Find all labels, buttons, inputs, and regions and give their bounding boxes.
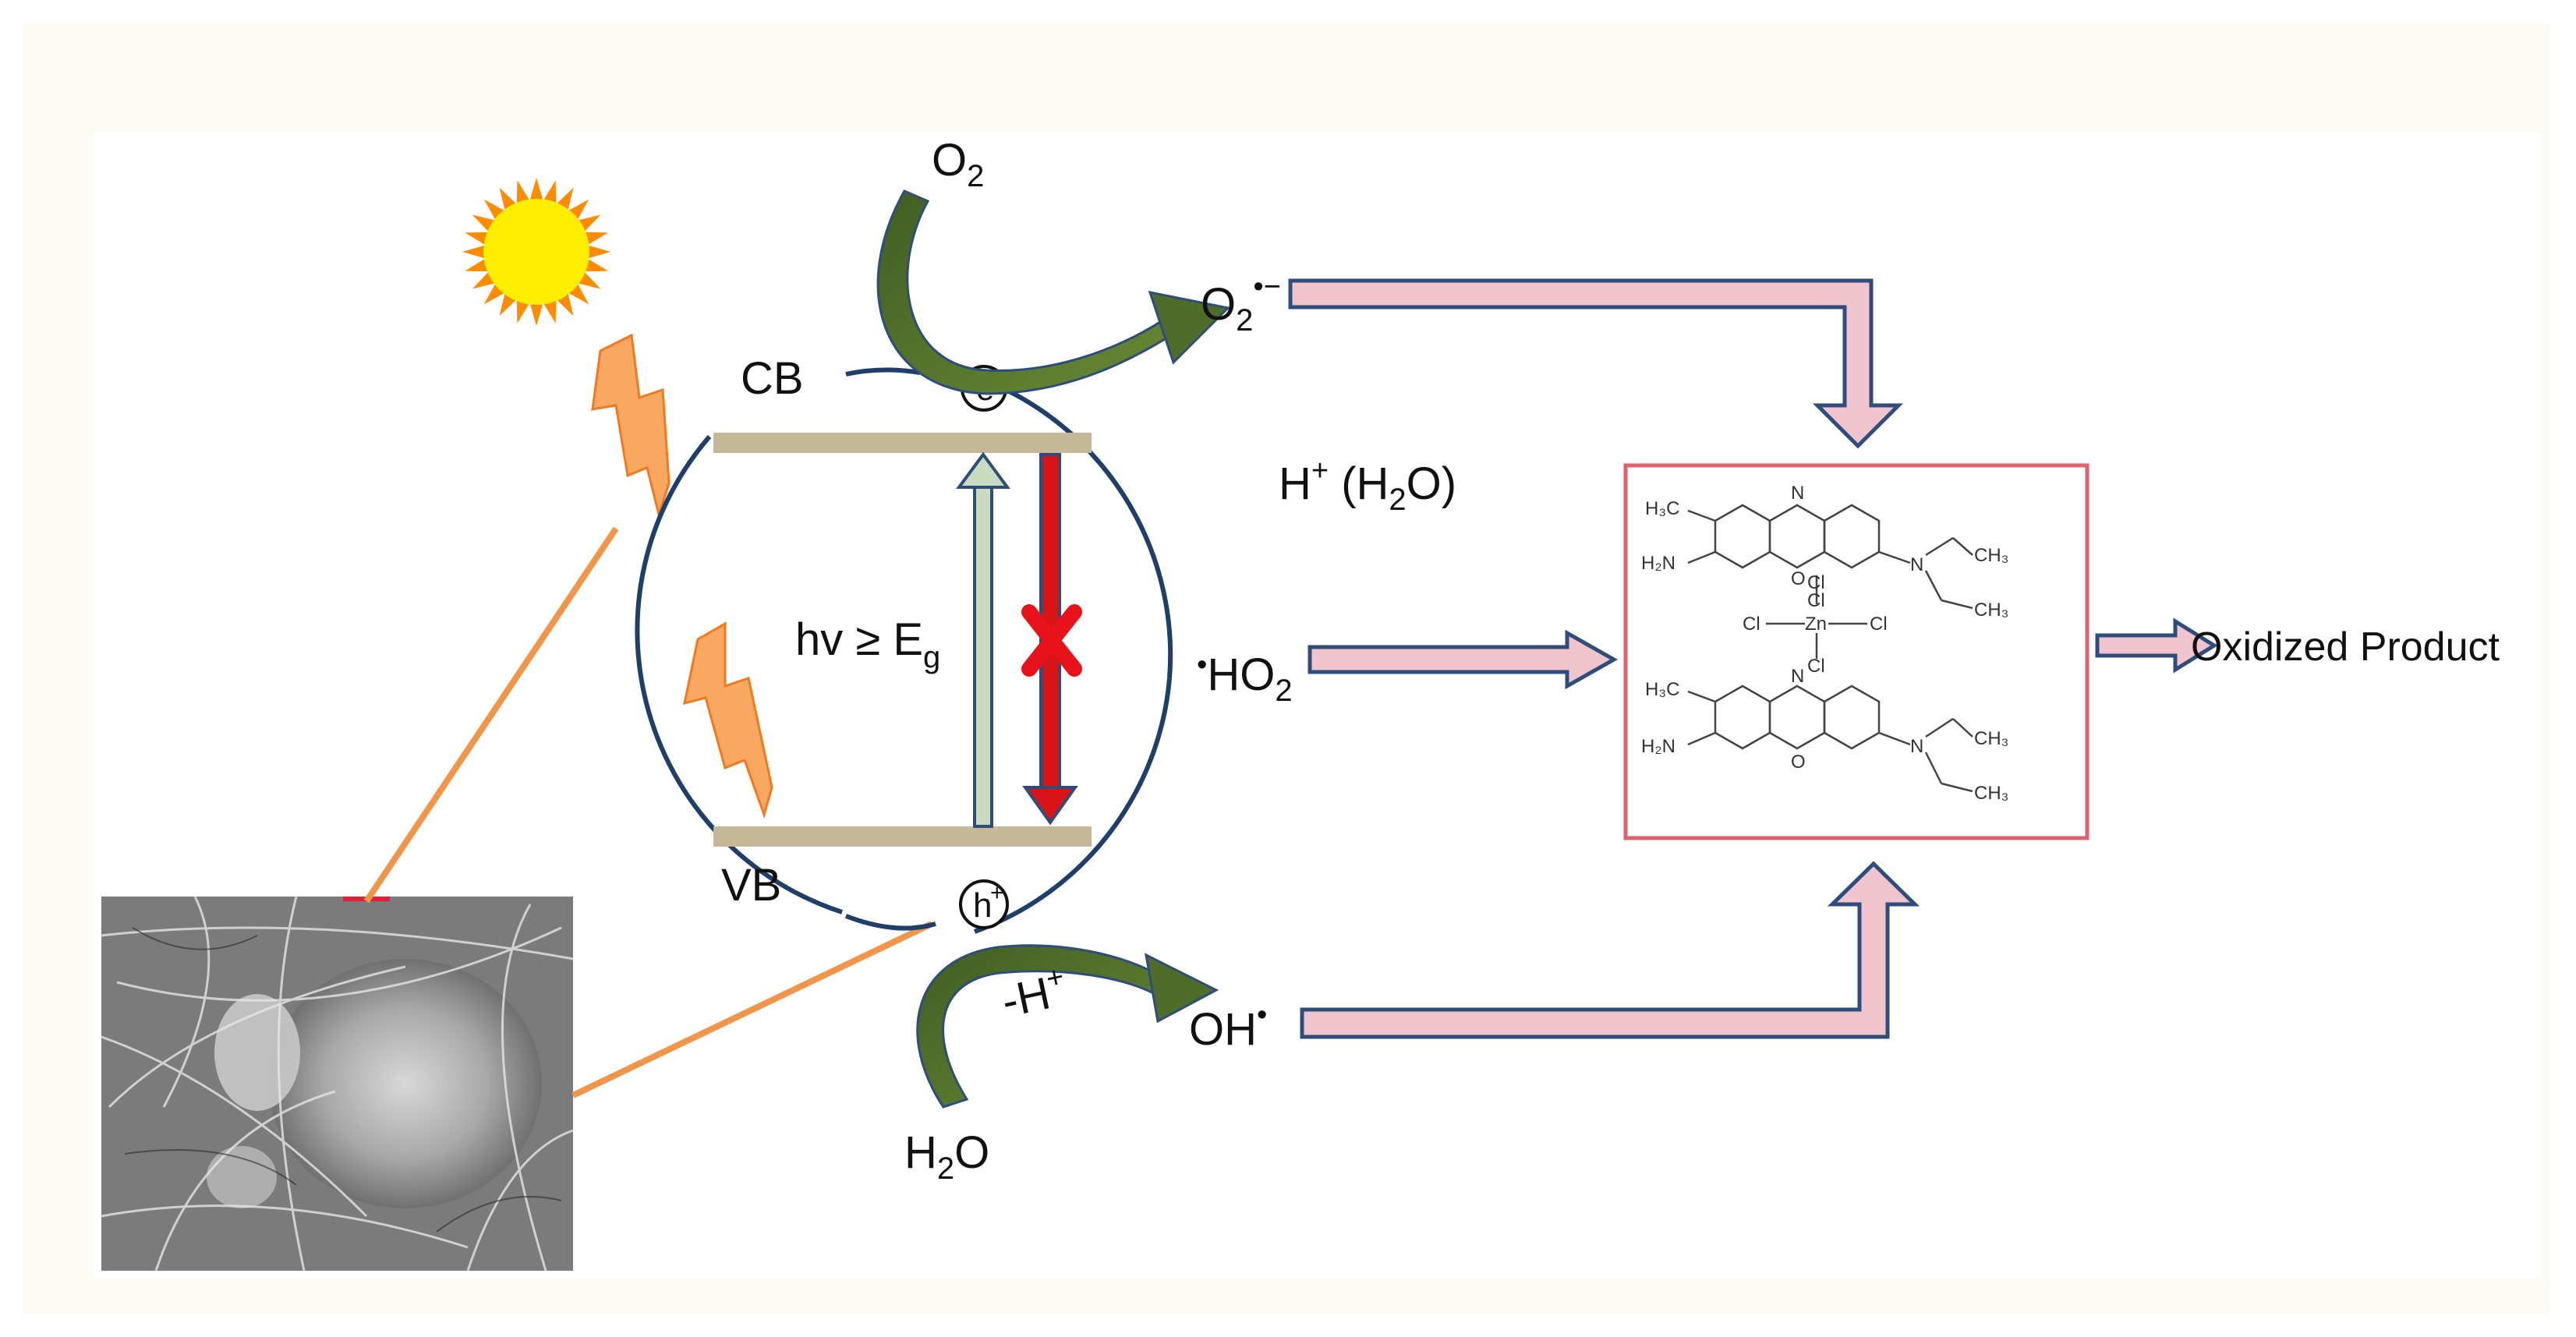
- molecule-label: N: [1791, 666, 1804, 687]
- hole-label: h: [973, 886, 992, 925]
- water-label: H2O: [904, 1127, 989, 1186]
- molecule-label: N: [1910, 736, 1923, 757]
- connector-line-bottom: [571, 921, 933, 1098]
- sem-micrograph: [101, 896, 574, 1272]
- recombination-cross-icon: [1021, 604, 1082, 677]
- excitation-label: hv ≥ Eg: [795, 614, 940, 674]
- molecule-label: H₂N: [1641, 736, 1675, 757]
- vb-label: VB: [721, 860, 781, 911]
- molecule-label: CH₃: [1974, 728, 2008, 749]
- water-oxidation-arrow: [916, 944, 1219, 1109]
- molecule-label: H₃C: [1645, 498, 1679, 519]
- dye-complex-structure: H₃C H₂N N O N CH₃ CH₃ Cl Cl Cl Zn Cl Cl …: [1623, 463, 2089, 840]
- hydroxyl-label: OH•: [1189, 999, 1267, 1055]
- superoxide-to-dye-arrow: [1288, 278, 1904, 449]
- semiconductor-particle: [635, 367, 1173, 934]
- molecule-label: N: [1910, 554, 1923, 575]
- molecule-label: N: [1791, 483, 1804, 504]
- molecule-label: H₃C: [1645, 679, 1679, 700]
- hydroperoxyl-label: •HO2: [1197, 649, 1293, 708]
- oxygen-label: O2: [932, 135, 984, 193]
- sun-icon: [462, 178, 610, 326]
- molecule-label: CH₃: [1974, 545, 2008, 566]
- molecule-label: Cl: [1870, 614, 1888, 635]
- molecule-label: Cl: [1807, 590, 1825, 611]
- molecule-label: Cl: [1743, 614, 1760, 635]
- molecule-label: O: [1791, 752, 1806, 773]
- valence-band: [713, 826, 1092, 847]
- superoxide-label: O2•−: [1201, 271, 1281, 338]
- hole-charge: +: [990, 880, 1004, 906]
- connector-line-top: [363, 526, 619, 904]
- excitation-arrow: [956, 451, 1010, 828]
- cb-label: CB: [741, 353, 804, 404]
- proton-water-label: H+ (H2O): [1279, 455, 1456, 517]
- oxidized-product-label: Oxidized Product: [2191, 624, 2500, 670]
- molecule-label: CH₃: [1974, 783, 2008, 804]
- molecule-label: CH₃: [1974, 600, 2008, 621]
- molecule-label: H₂N: [1641, 553, 1675, 574]
- molecule-label: O: [1791, 568, 1806, 589]
- oxygen-reduction-arrow: [876, 189, 1231, 395]
- molecule-label: Cl: [1807, 572, 1825, 593]
- hole-badge: h +: [959, 879, 1009, 929]
- molecule-label: Zn: [1805, 614, 1827, 635]
- hydroxyl-to-dye-arrow: [1300, 861, 1920, 1039]
- dye-to-product-arrow: [2095, 617, 2218, 674]
- hydroperoxyl-to-dye-arrow: [1307, 629, 1619, 690]
- deprotonation-label: -H+: [996, 960, 1071, 1028]
- conduction-band: [713, 433, 1092, 453]
- molecule-label: Cl: [1807, 656, 1825, 677]
